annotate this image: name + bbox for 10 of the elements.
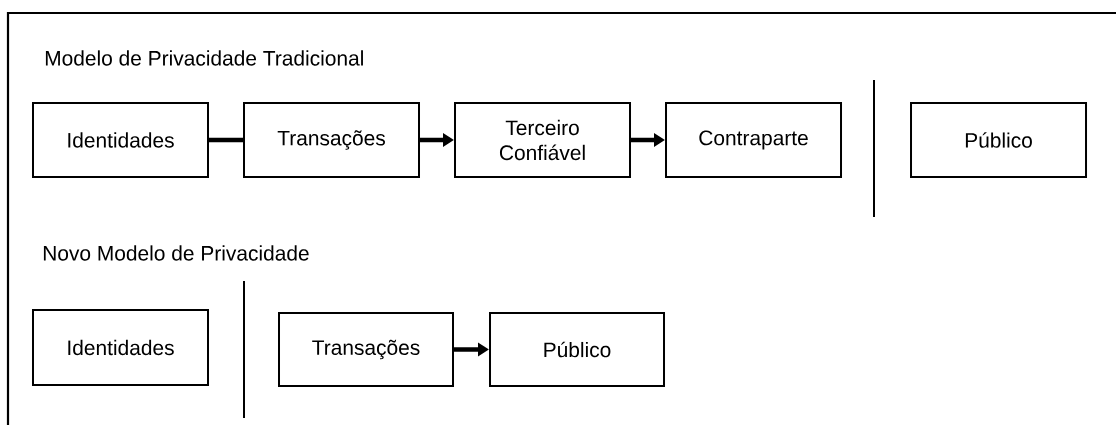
process-box: Contraparte xyxy=(665,102,842,178)
section-heading: Novo Modelo de Privacidade xyxy=(43,245,309,261)
process-box: Público xyxy=(489,312,665,387)
process-box: Transações xyxy=(243,102,420,178)
process-box: Público xyxy=(910,102,1087,178)
process-box: Transações xyxy=(278,312,454,387)
process-box: Identidades xyxy=(32,309,209,386)
process-box: Identidades xyxy=(32,102,209,178)
process-box: Terceiro Confiável xyxy=(454,102,631,178)
section-heading: Modelo de Privacidade Tradicional xyxy=(45,50,363,66)
